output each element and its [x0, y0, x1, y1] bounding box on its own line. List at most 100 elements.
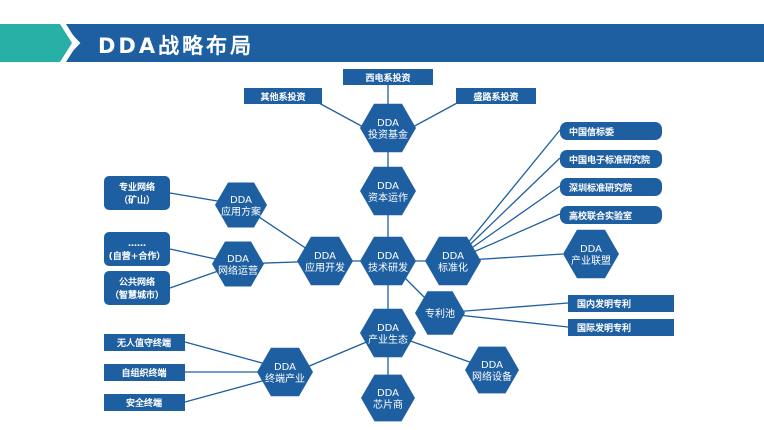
- hex-label-line1: DDA: [481, 360, 503, 371]
- box-bg: [104, 232, 170, 266]
- box-label-line2: （智慧城市）: [110, 289, 164, 301]
- box-shengluo-invest: 盛路系投资: [456, 88, 536, 104]
- hex-label-line2: 芯片商: [373, 398, 403, 411]
- box-bg: [456, 88, 536, 104]
- hex-shape: [360, 103, 416, 153]
- hex-label-line1: DDA: [274, 362, 296, 373]
- info-boxes: 西电系投资 其他系投资 盛路系投资 中国信标委 中国电子标准研究院 深圳标准研究…: [104, 69, 674, 411]
- hex-label-line1: DDA: [580, 244, 602, 255]
- hex-label-line1: DDA: [442, 251, 464, 262]
- box-bg: [104, 271, 170, 305]
- box-label: 高校联合实验室: [569, 210, 632, 222]
- page-title: DDA战略布局: [98, 34, 255, 58]
- header-blue-bar: [66, 24, 764, 62]
- box-ccsa: 中国信标委: [560, 122, 662, 140]
- hex-shape: [361, 374, 415, 422]
- box-label: 自组织终端: [121, 367, 166, 379]
- box-intl-patent: 国际发明专利: [568, 319, 674, 336]
- box-public-net: 公共网络 （智慧城市）: [104, 271, 170, 305]
- box-label: 国际发明专利: [577, 322, 631, 334]
- hex-shape: [212, 241, 264, 287]
- box-self-op: …… (自营+合作）: [104, 232, 170, 266]
- box-bg: [104, 394, 185, 411]
- hex-label-line2: 产业生态: [368, 333, 408, 346]
- hex-label-line2: 标准化: [438, 261, 468, 274]
- hex-label-line2: 终端产业: [265, 372, 305, 385]
- header-teal-chevron: [0, 24, 72, 62]
- box-label: 中国信标委: [569, 126, 615, 138]
- hex-label-line1: DDA: [377, 118, 399, 129]
- hex-shape: [360, 236, 416, 286]
- header-banner-shape: [0, 24, 764, 62]
- hex-label-line2: 技术研发: [368, 261, 408, 274]
- box-label: 国内发明专利: [577, 298, 631, 310]
- box-bg: [104, 334, 185, 351]
- box-label: 深圳标准研究院: [569, 182, 632, 194]
- box-label-line2: (自营+合作）: [109, 250, 166, 262]
- hex-label-line1: DDA: [227, 254, 249, 265]
- box-bg: [343, 69, 433, 85]
- hex-label-line1: 专利池: [425, 307, 455, 320]
- hex-label-line2: 资本运作: [368, 191, 408, 204]
- hex-shape: [425, 236, 481, 286]
- box-security: 安全终端: [104, 394, 185, 411]
- box-label: 其他系投资: [260, 91, 305, 103]
- hex-label-line2: 产业联盟: [571, 254, 611, 267]
- box-bg: [560, 122, 662, 140]
- header-chevron-icon: [63, 26, 81, 60]
- connector: [452, 129, 561, 262]
- box-bg: [568, 295, 674, 312]
- box-bg: [560, 150, 662, 168]
- hex-label-line1: DDA: [377, 181, 399, 192]
- box-label: 安全终端: [126, 397, 162, 409]
- hex-label-line2: 投资基金: [368, 128, 408, 141]
- box-bg: [244, 88, 322, 104]
- box-domestic-patent: 国内发明专利: [568, 295, 674, 312]
- hex-shape: [415, 291, 465, 335]
- hex-shape: [297, 236, 353, 286]
- box-unattended: 无人值守终端: [104, 334, 185, 351]
- hex-shape: [360, 308, 416, 358]
- box-label: 中国电子标准研究院: [569, 154, 650, 166]
- box-private-net: 专业网络 （矿山）: [104, 176, 170, 210]
- box-bg: [104, 176, 170, 210]
- box-univ-lab: 高校联合实验室: [560, 206, 662, 224]
- box-label-line1: ……: [128, 239, 146, 249]
- hex-label-line1: DDA: [377, 323, 399, 334]
- box-label: 盛路系投资: [473, 91, 518, 103]
- hex-node-patent: 专利池: [415, 291, 465, 335]
- box-bg: [560, 178, 662, 196]
- header-banner: DDA战略布局: [0, 24, 764, 62]
- box-other-invest: 其他系投资: [244, 88, 322, 104]
- hex-label-line1: DDA: [377, 251, 399, 262]
- hex-label-line2: 应用方案: [221, 205, 261, 218]
- box-bg: [560, 206, 662, 224]
- box-label: 西电系投资: [365, 72, 410, 84]
- box-bg: [568, 319, 674, 336]
- hex-label-line2: 网络运营: [218, 264, 258, 277]
- hex-label-line1: DDA: [230, 195, 252, 206]
- hex-label-line1: DDA: [377, 388, 399, 399]
- box-label-line1: 公共网络: [119, 276, 155, 288]
- box-label-line2: （矿山）: [119, 194, 155, 206]
- box-label: 无人值守终端: [116, 337, 171, 349]
- hex-label-line1: DDA: [314, 251, 336, 262]
- hex-shape: [215, 182, 267, 228]
- hex-shape: [360, 166, 416, 216]
- box-cesi: 中国电子标准研究院: [560, 150, 662, 168]
- box-bg: [104, 364, 185, 381]
- box-self-org: 自组织终端: [104, 364, 185, 381]
- hex-shape: [563, 229, 619, 279]
